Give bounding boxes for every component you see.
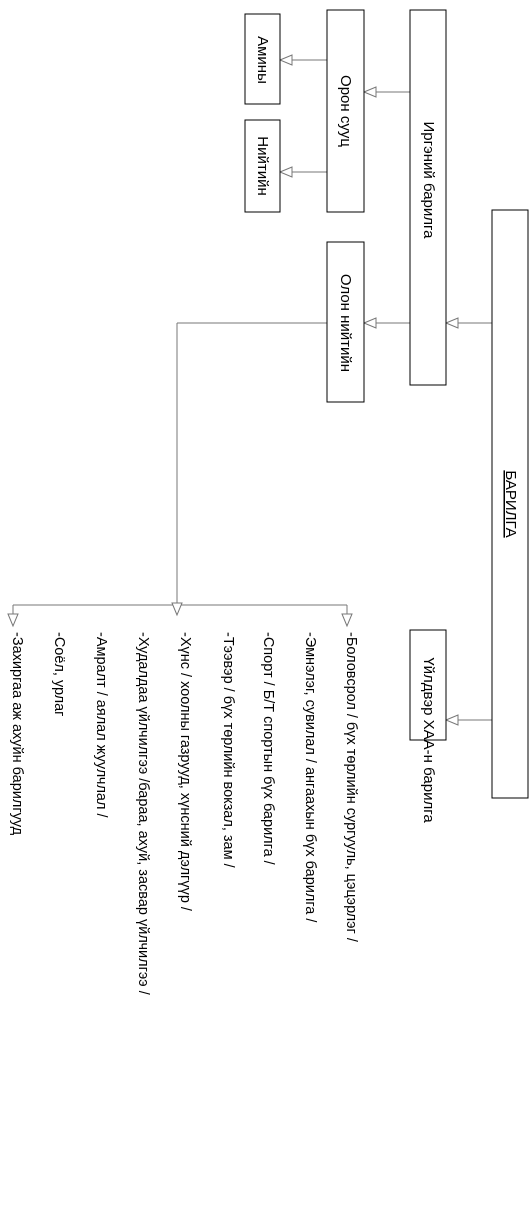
arrowheads [7, 54, 459, 726]
private-housing-label: Амины [254, 36, 271, 84]
arrow-to-civil [444, 317, 459, 329]
public-item: -Боловсрол / бүх төрлийн сургууль, цэцэр… [343, 632, 359, 943]
connectors [12, 59, 492, 721]
arrow-to-private [278, 54, 293, 66]
industrial-node: Үйлдвэр ХАА-н барилга [409, 629, 447, 823]
communal-housing-node: Нийтийн [244, 119, 281, 213]
public-item: -Тээвэр / бүх төрлийн вокзал, зам / [220, 632, 236, 869]
arrow-to-industrial [444, 714, 459, 726]
civil-node: Иргэний барилга [409, 9, 447, 386]
public-node: Олон нийтийн [326, 241, 365, 403]
public-item: -Спорт / Б/Т спортын бүх барилга / [260, 632, 276, 866]
private-housing-node: Амины [244, 13, 281, 105]
civil-label: Иргэний барилга [420, 121, 437, 239]
housing-node: Орон сууц [326, 9, 365, 213]
public-item: -Захиргаа аж ахуйн барилгууд [9, 632, 25, 836]
arrow-to-housing [362, 86, 377, 98]
public-items-list: -Боловсрол / бүх төрлийн сургууль, цэцэр… [9, 632, 359, 996]
communal-housing-label: Нийтийн [254, 136, 271, 196]
industrial-label: Үйлдвэр ХАА-н барилга [420, 657, 437, 823]
public-item: -Соёл, урлаг [51, 632, 67, 716]
root-node: БАРИЛГА [491, 209, 529, 799]
arrow-to-communal [278, 166, 293, 178]
public-item: -Амралт / аялал жуулчлал / [93, 632, 109, 818]
arrow-to-public [362, 317, 377, 329]
public-item: -Эмнэлэг, сувилал / ангаахын бүх барилга… [302, 632, 318, 923]
public-item: -Хүнс / хоолны газрууд, хүнсний дэлгүүр … [177, 632, 193, 912]
root-label: БАРИЛГА [502, 470, 519, 537]
public-label: Олон нийтийн [337, 274, 354, 372]
housing-label: Орон сууц [337, 75, 354, 147]
arrow-to-trunk [171, 602, 183, 617]
public-item: -Худалдаа үйлчилгээ /бараа, ахуй, засвар… [135, 632, 151, 996]
arrow-to-items-bottom [7, 613, 19, 628]
arrow-to-items-top [341, 613, 353, 628]
